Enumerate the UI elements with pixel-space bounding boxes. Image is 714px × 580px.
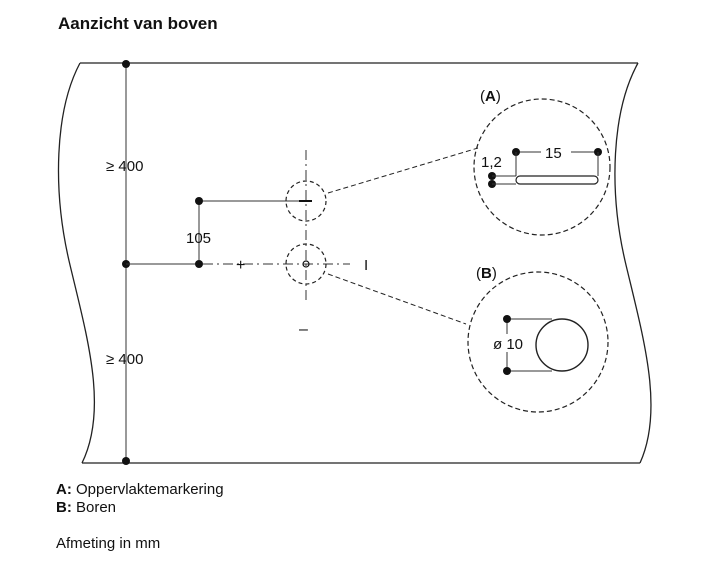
dimension-dot-top <box>122 60 130 68</box>
dimension-dot-bottom <box>122 457 130 465</box>
legend-item-a: A: Oppervlaktemarkering <box>56 481 224 499</box>
legend-text-b: Boren <box>76 499 117 516</box>
marking-slot <box>515 175 599 185</box>
worktop-left-break <box>57 62 96 464</box>
offset-label: 105 <box>186 230 211 247</box>
offset-dot <box>195 197 203 205</box>
slot-length-label: 15 <box>545 145 562 162</box>
diagram-title: Aanzicht van boven <box>58 14 218 33</box>
plus-symbol-right: I <box>364 257 368 274</box>
slot-width-label: 1,2 <box>481 154 502 171</box>
plus-symbol-left: + <box>236 257 245 274</box>
slot-length-label-bg <box>541 143 571 161</box>
detail-b-letter: B <box>481 265 492 282</box>
drill-position-b <box>285 243 327 285</box>
detail-a-circle <box>473 98 611 236</box>
leader-line-b <box>327 273 467 325</box>
detail-b-circle <box>467 271 609 413</box>
hole-dim-dot-top <box>503 315 511 323</box>
bottom-distance-label: ≥ 400 <box>106 351 143 368</box>
worktop-right-break <box>614 62 652 464</box>
reference-dot <box>195 260 203 268</box>
legend-key-b: B: <box>56 499 72 516</box>
unit-note: Afmeting in mm <box>56 535 161 552</box>
drill-hole <box>535 318 589 372</box>
legend: A: Oppervlaktemarkering B: Boren <box>56 481 224 517</box>
detail-a-letter: A <box>485 88 496 105</box>
detail-b-label: (B) <box>476 265 497 282</box>
drill-centre <box>302 260 310 268</box>
legend-item-b: B: Boren <box>56 499 224 517</box>
legend-text-a: Oppervlaktemarkering <box>76 481 224 498</box>
detail-a-label: (A) <box>480 88 501 105</box>
top-distance-label: ≥ 400 <box>106 158 143 175</box>
leader-line-a <box>327 147 479 194</box>
marking-position-a <box>285 180 327 222</box>
hole-diameter-label-bg <box>490 334 526 352</box>
legend-key-a: A: <box>56 481 72 498</box>
minus-symbol-bottom: – <box>299 321 308 338</box>
hole-dim-dot-bottom <box>503 367 511 375</box>
hole-diameter-label: ø 10 <box>493 336 523 353</box>
